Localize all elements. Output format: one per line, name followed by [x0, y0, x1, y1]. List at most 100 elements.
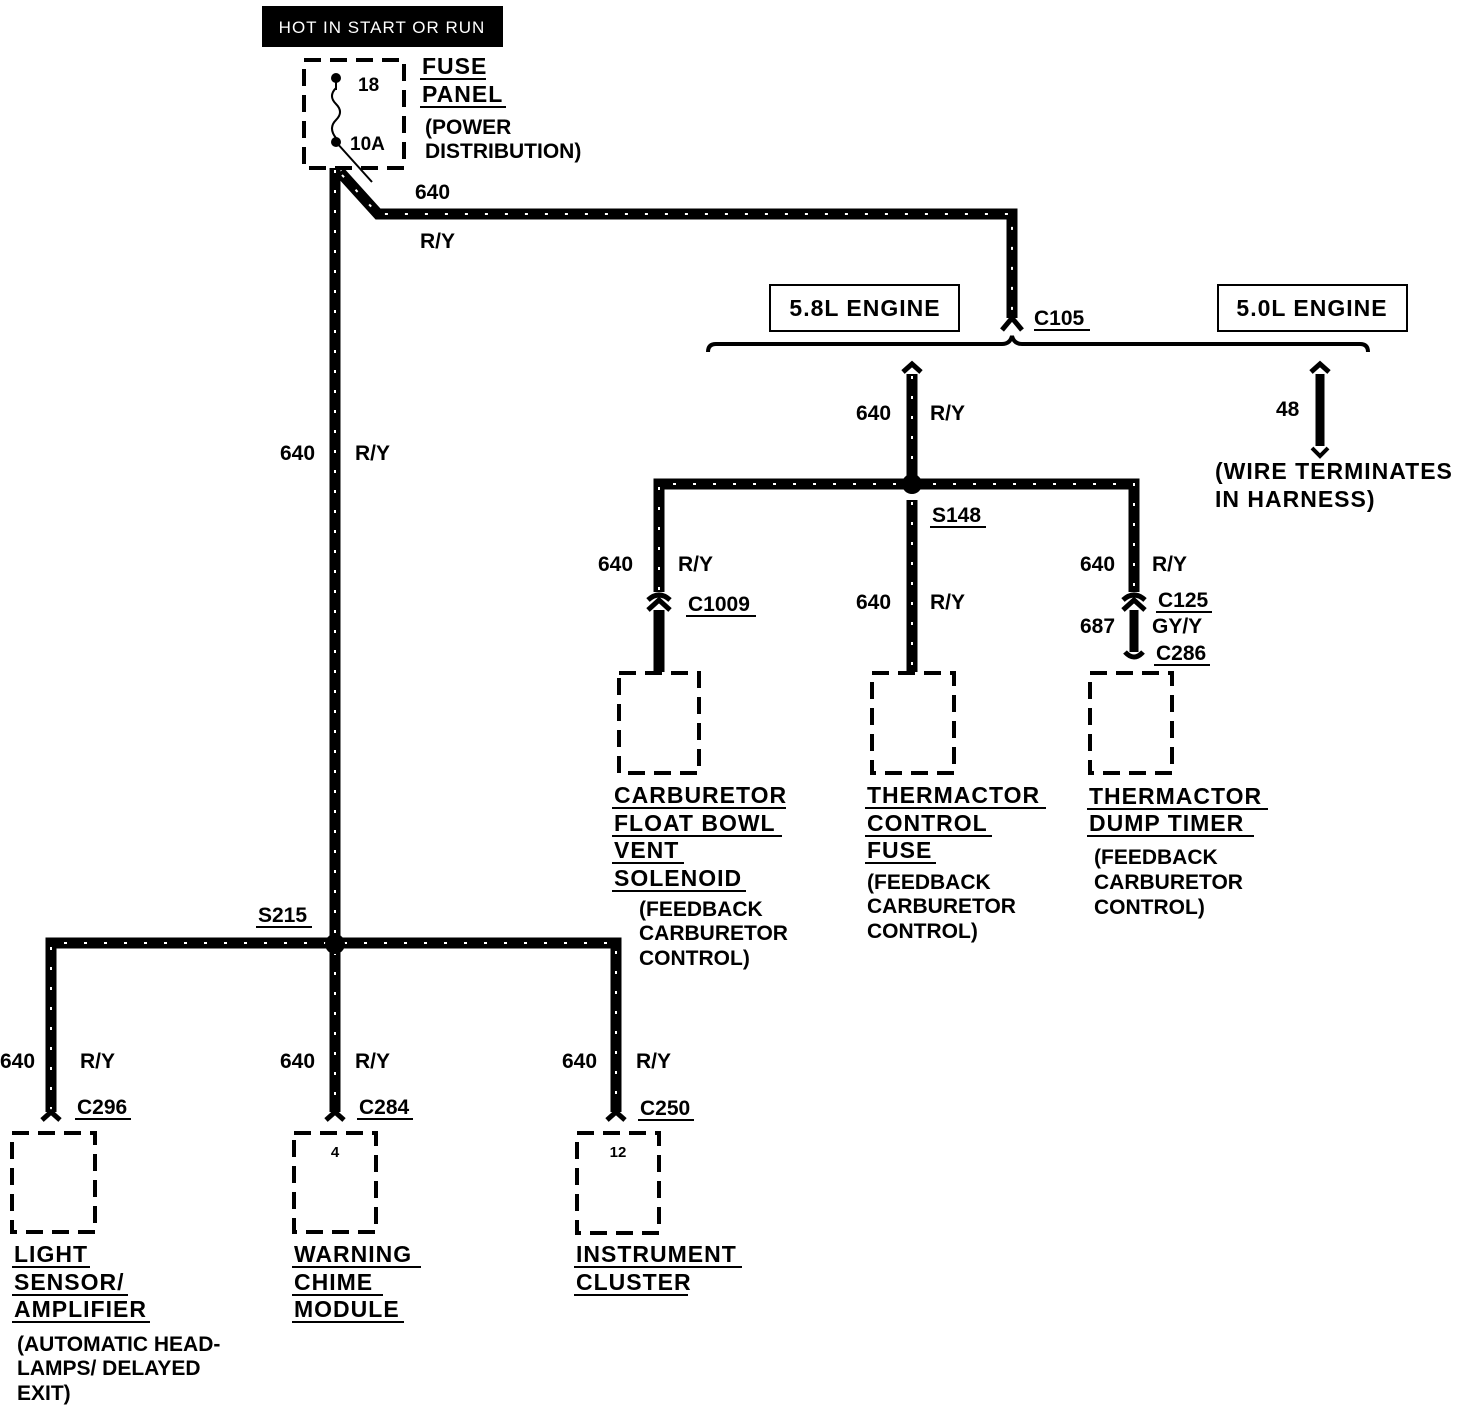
thermactor-dump-box — [1088, 671, 1174, 775]
dump-desc-1: (FEEDBACK — [1094, 846, 1218, 869]
chime-name-1: WARNING — [294, 1241, 412, 1267]
tfuse-name-3: FUSE — [867, 837, 932, 863]
label-687: 687 — [1080, 615, 1115, 638]
label-gyy: GY/Y — [1152, 615, 1202, 638]
c105-male-icon — [901, 360, 923, 374]
tfuse-name-2: CONTROL — [867, 810, 988, 836]
carb-name-4: SOLENOID — [614, 865, 742, 891]
chime-name-3: MODULE — [294, 1296, 400, 1322]
label-ry-tfuse: R/Y — [930, 591, 965, 614]
engine-58-label: 5.8L ENGINE — [789, 295, 940, 321]
c250-label: C250 — [640, 1097, 690, 1120]
tfuse-name-1: THERMACTOR — [867, 782, 1040, 808]
label-640-main: 640 — [280, 442, 315, 465]
wire-terminates-2: IN HARNESS) — [1215, 486, 1376, 512]
c286-label: C286 — [1156, 642, 1206, 665]
c286-connector-icon — [1123, 650, 1145, 660]
label-48: 48 — [1276, 398, 1300, 421]
s148-label: S148 — [932, 504, 981, 527]
s215-label: S215 — [258, 904, 307, 927]
s215-splice-dot — [325, 934, 345, 954]
c284-label: C284 — [359, 1096, 410, 1119]
instrument-cluster-box — [575, 1131, 661, 1235]
dump-name-2: DUMP TIMER — [1089, 810, 1244, 836]
carb-float-box — [617, 671, 701, 775]
fuse-number: 18 — [358, 75, 379, 96]
engine-50-box — [1217, 284, 1408, 332]
light-name-3: AMPLIFIER — [14, 1296, 147, 1322]
c125-label: C125 — [1158, 589, 1209, 612]
c296-connector-icon — [40, 1108, 62, 1122]
fuse-icon — [331, 87, 341, 139]
c105-connector-icon — [1000, 314, 1024, 332]
c125-male-icon — [1121, 596, 1147, 612]
fuse-panel-name-1: FUSE — [422, 53, 487, 79]
carb-desc-2: CARBURETOR — [639, 922, 788, 945]
fuse-panel-desc-2: DISTRIBUTION) — [425, 140, 581, 163]
carb-desc-3: CONTROL) — [639, 947, 750, 970]
label-ry-dump: R/Y — [1152, 553, 1187, 576]
dump-desc-2: CARBURETOR — [1094, 871, 1243, 894]
dump-desc-3: CONTROL) — [1094, 896, 1205, 919]
chime-name-2: CHIME — [294, 1269, 373, 1295]
label-ry-light: R/Y — [80, 1050, 115, 1073]
tfuse-desc-2: CARBURETOR — [867, 895, 1016, 918]
wire-terminates-1: (WIRE TERMINATES — [1215, 458, 1453, 484]
header-text: HOT IN START OR RUN — [279, 18, 486, 37]
light-sensor-box — [10, 1131, 97, 1234]
cluster-name-1: INSTRUMENT — [576, 1241, 737, 1267]
c105-label: C105 — [1034, 307, 1085, 330]
label-640-top: 640 — [415, 181, 450, 204]
s148-splice-dot — [902, 474, 922, 494]
label-640-light: 640 — [0, 1050, 35, 1073]
cluster-name-2: CLUSTER — [576, 1269, 692, 1295]
fuse-panel-desc-1: (POWER — [425, 116, 511, 139]
carb-name-1: CARBURETOR — [614, 782, 787, 808]
label-640-s148-top: 640 — [856, 402, 891, 425]
label-640-tfuse: 640 — [856, 591, 891, 614]
label-640-carb: 640 — [598, 553, 633, 576]
light-name-1: LIGHT — [14, 1241, 88, 1267]
label-ry-s148-top: R/Y — [930, 402, 965, 425]
c1009-female-icon — [646, 592, 672, 602]
chime-pin: 4 — [331, 1144, 340, 1161]
label-640-dump: 640 — [1080, 553, 1115, 576]
carb-desc-1: (FEEDBACK — [639, 898, 763, 921]
thermactor-fuse-box — [870, 671, 956, 775]
fuse-rating: 10A — [350, 134, 385, 155]
label-640-chime: 640 — [280, 1050, 315, 1073]
engine-58-box — [769, 284, 960, 332]
c296-label: C296 — [77, 1096, 127, 1119]
c1009-label: C1009 — [688, 593, 750, 616]
label-640-cluster: 640 — [562, 1050, 597, 1073]
dump-name-1: THERMACTOR — [1089, 783, 1262, 809]
label-ry-top: R/Y — [420, 230, 455, 253]
light-desc-3: EXIT) — [17, 1382, 71, 1405]
tfuse-desc-3: CONTROL) — [867, 920, 978, 943]
c250-connector-icon — [605, 1108, 627, 1122]
label-ry-cluster: R/Y — [636, 1050, 671, 1073]
wire-640-to-c105 — [335, 168, 1018, 318]
c125-female-icon — [1121, 592, 1147, 602]
cluster-pin: 12 — [610, 1144, 627, 1161]
label-ry-carb: R/Y — [678, 553, 713, 576]
header-banner — [262, 6, 503, 47]
carb-name-2: FLOAT BOWL — [614, 810, 776, 836]
carb-name-3: VENT — [614, 837, 679, 863]
light-desc-2: LAMPS/ DELAYED — [17, 1357, 201, 1380]
fuse-panel-name-2: PANEL — [422, 81, 503, 107]
c1009-male-icon — [646, 596, 672, 612]
fuse-top-terminal — [331, 73, 341, 83]
tfuse-desc-1: (FEEDBACK — [867, 871, 991, 894]
engine-50-label: 5.0L ENGINE — [1236, 295, 1387, 321]
engine-brace — [706, 335, 1370, 353]
wire-s148-branches — [653, 478, 1140, 592]
c284-connector-icon — [324, 1108, 346, 1122]
light-desc-1: (AUTOMATIC HEAD- — [17, 1333, 220, 1356]
warning-chime-box — [292, 1131, 378, 1234]
label-ry-chime: R/Y — [355, 1050, 390, 1073]
label-ry-main: R/Y — [355, 442, 390, 465]
light-name-2: SENSOR/ — [14, 1269, 125, 1295]
